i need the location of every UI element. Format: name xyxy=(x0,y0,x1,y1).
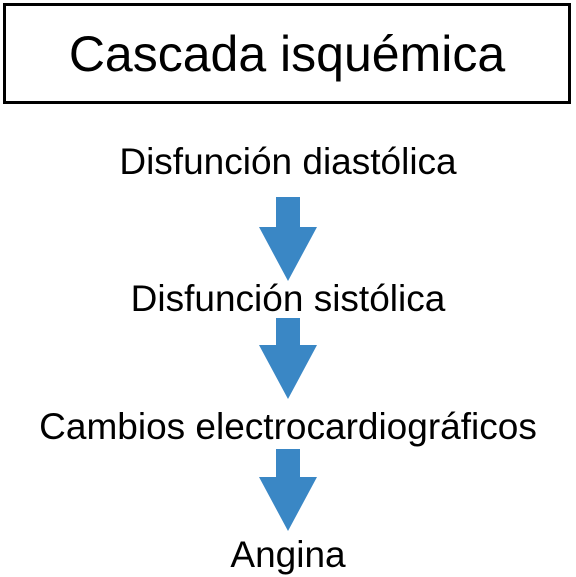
title-box: Cascada isquémica xyxy=(3,3,571,104)
step-systolic-dysfunction: Disfunción sistólica xyxy=(130,278,446,319)
step-angina: Angina xyxy=(230,534,346,575)
step-diastolic-dysfunction: Disfunción diastólica xyxy=(119,141,457,182)
down-arrow-icon xyxy=(259,318,317,399)
diagram-title: Cascada isquémica xyxy=(68,25,506,82)
down-arrow-icon xyxy=(259,197,317,281)
down-arrow-icon xyxy=(259,449,317,531)
step-ecg-changes: Cambios electrocardiográficos xyxy=(39,406,537,447)
